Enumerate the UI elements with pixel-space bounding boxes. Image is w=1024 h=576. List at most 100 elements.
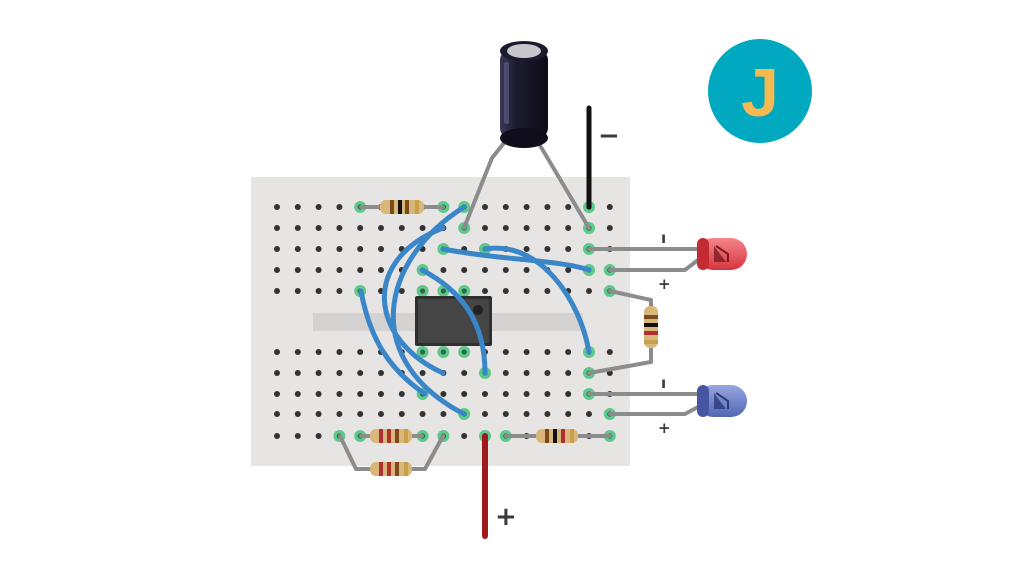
- breadboard-hole: [274, 267, 280, 273]
- breadboard-hole: [357, 267, 364, 273]
- breadboard-hole: [336, 391, 343, 397]
- breadboard-hole: [461, 288, 467, 294]
- breadboard-hole: [482, 204, 488, 210]
- badge-letter: J: [741, 55, 779, 131]
- breadboard-hole: [502, 349, 509, 355]
- breadboard-hole: [294, 288, 301, 294]
- breadboard-hole: [440, 349, 446, 355]
- breadboard-hole: [357, 349, 364, 355]
- breadboard-hole: [274, 433, 280, 439]
- breadboard-hole: [523, 349, 530, 355]
- breadboard-hole: [606, 225, 613, 231]
- breadboard-hole: [420, 349, 426, 355]
- breadboard-hole: [378, 411, 384, 417]
- breadboard-hole: [502, 204, 509, 210]
- breadboard-hole: [419, 411, 426, 417]
- breadboard-hole: [315, 433, 322, 439]
- breadboard-hole: [357, 225, 364, 231]
- breadboard-hole: [565, 204, 572, 210]
- breadboard-hole: [482, 288, 488, 294]
- breadboard-hole: [378, 225, 384, 231]
- breadboard-hole: [315, 288, 322, 294]
- breadboard-hole: [357, 370, 364, 376]
- breadboard-hole: [336, 267, 343, 273]
- breadboard-hole: [565, 267, 572, 273]
- breadboard-hole: [544, 288, 551, 294]
- breadboard-hole: [274, 225, 280, 231]
- breadboard-hole: [461, 370, 468, 376]
- breadboard-hole: [544, 225, 551, 231]
- breadboard-hole: [544, 246, 551, 252]
- breadboard-hole: [461, 349, 467, 355]
- breadboard-hole: [357, 411, 364, 417]
- breadboard-hole: [315, 370, 322, 376]
- breadboard-hole: [274, 288, 280, 294]
- breadboard-hole: [440, 267, 447, 273]
- breadboard-hole: [586, 288, 592, 294]
- breadboard-hole: [565, 391, 572, 397]
- red-led-lead-anode: [608, 258, 700, 272]
- breadboard-hole: [398, 411, 405, 417]
- breadboard-hole: [294, 433, 301, 439]
- capacitor-lead-right: [536, 140, 591, 230]
- breadboard-hole: [294, 391, 301, 397]
- breadboard-hole: [274, 411, 280, 417]
- plus-label: +: [495, 502, 517, 532]
- resistor-vertical: [644, 306, 658, 348]
- red-led-anode-label: +: [658, 275, 671, 293]
- breadboard-hole: [294, 411, 301, 417]
- breadboard-hole: [482, 391, 488, 397]
- breadboard-hole: [440, 391, 447, 397]
- breadboard-hole: [606, 204, 613, 210]
- breadboard-hole: [274, 204, 280, 210]
- breadboard-hole: [336, 246, 343, 252]
- breadboard-hole: [315, 267, 322, 273]
- breadboard-hole: [565, 411, 572, 417]
- breadboard-hole: [294, 349, 301, 355]
- capacitor: [500, 41, 548, 148]
- breadboard-hole: [336, 349, 343, 355]
- breadboard-hole: [419, 225, 426, 231]
- breadboard-hole: [461, 267, 468, 273]
- breadboard-hole: [502, 411, 509, 417]
- jumper-wire: [382, 225, 446, 376]
- breadboard-hole: [523, 267, 530, 273]
- breadboard-hole: [502, 288, 509, 294]
- capacitor-lead-left: [462, 136, 510, 230]
- led-red: [697, 238, 747, 270]
- led-blue: [697, 385, 747, 417]
- resistor-bottom-right: [536, 429, 578, 443]
- breadboard-hole: [565, 246, 572, 252]
- minus-label: −: [598, 121, 620, 151]
- breadboard-hole: [523, 246, 530, 252]
- breadboard-hole: [419, 370, 426, 376]
- blue-led-anode-label: +: [658, 419, 671, 437]
- breadboard-hole: [523, 288, 530, 294]
- breadboard-hole: [294, 246, 301, 252]
- blue-led-cathode-label: ı: [661, 374, 666, 392]
- badge-circle: [708, 39, 812, 143]
- breadboard-hole: [378, 391, 384, 397]
- breadboard-hole: [398, 391, 405, 397]
- breadboard-hole: [523, 204, 530, 210]
- breadboard-hole: [420, 288, 426, 294]
- breadboard-hole: [398, 288, 405, 294]
- breadboard-hole: [502, 391, 509, 397]
- breadboard-hole: [336, 288, 343, 294]
- breadboard-hole: [378, 267, 384, 273]
- breadboard-hole: [357, 246, 364, 252]
- breadboard-hole: [315, 246, 322, 252]
- breadboard-hole: [378, 370, 384, 376]
- breadboard-hole: [440, 288, 446, 294]
- breadboard-hole: [482, 267, 488, 273]
- breadboard-hole: [336, 225, 343, 231]
- jumper-wire: [358, 288, 428, 397]
- breadboard-hole: [461, 391, 468, 397]
- breadboard-hole: [565, 349, 572, 355]
- breadboard-hole: [544, 370, 551, 376]
- breadboard-hole: [523, 225, 530, 231]
- breadboard-hole: [378, 246, 384, 252]
- breadboard-hole: [315, 204, 322, 210]
- blue-jumpers: [358, 204, 592, 417]
- breadboard-hole: [440, 411, 447, 417]
